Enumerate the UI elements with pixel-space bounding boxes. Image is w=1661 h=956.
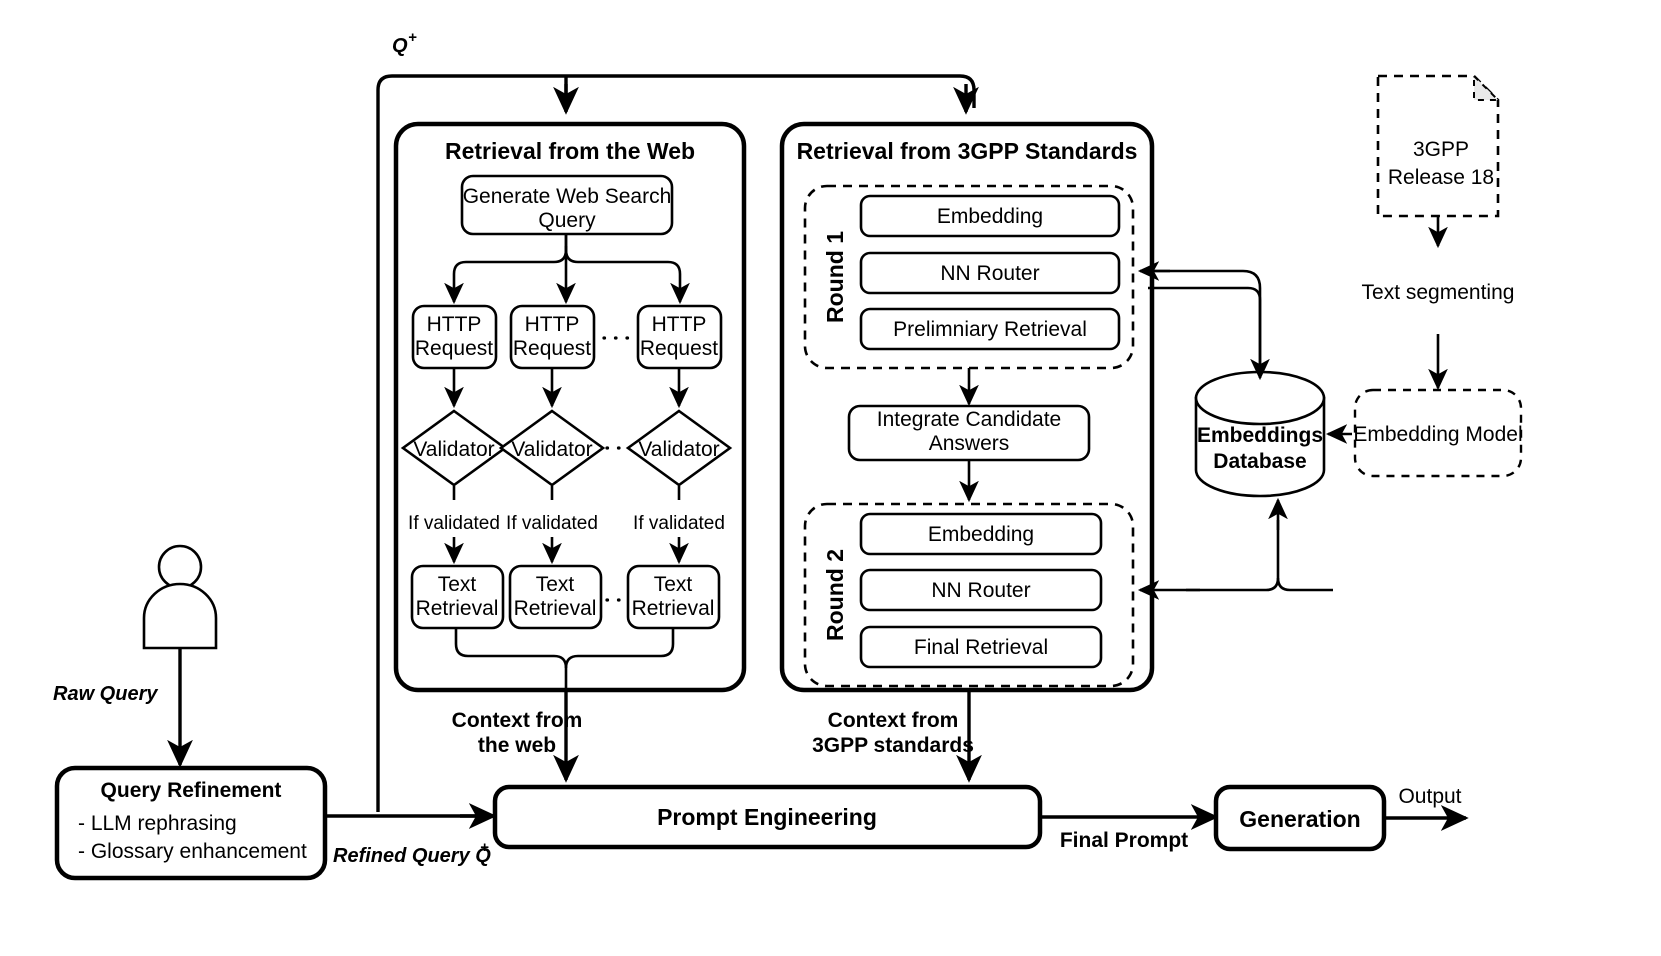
- node-embeddings-database-line2: Database: [1213, 450, 1306, 473]
- node-generation-label: Generation: [1239, 806, 1360, 832]
- node-query-refinement-title: Query Refinement: [101, 779, 282, 802]
- web-merge-connector: [454, 628, 675, 690]
- node-source-document-line2: Release 18: [1388, 166, 1494, 189]
- node-http-request-3-line2: Request: [640, 337, 718, 360]
- label-context-3gpp-line1: Context from: [828, 709, 959, 732]
- node-generate-web-search-query-line2: Query: [538, 209, 596, 232]
- label-output: Output: [1398, 785, 1461, 808]
- node-validator-2[interactable]: [498, 409, 606, 487]
- node-embeddings-database[interactable]: [1194, 370, 1326, 498]
- node-http-request-3-line1: HTTP: [652, 313, 707, 336]
- node-text-retrieval-1[interactable]: [410, 564, 505, 630]
- node-round1-preliminary-retrieval[interactable]: [859, 307, 1121, 351]
- node-round2-embedding[interactable]: [859, 512, 1103, 556]
- node-validator-1[interactable]: [400, 409, 508, 487]
- label-q-plus: Q: [392, 35, 408, 57]
- label-context-web-line1: Context from: [452, 709, 583, 732]
- node-source-document-line1: 3GPP: [1413, 138, 1469, 161]
- node-http-request-2-line2: Request: [513, 337, 591, 360]
- node-text-retrieval-1-line2: Retrieval: [416, 597, 499, 620]
- label-raw-query: Raw Query: [53, 683, 158, 705]
- label-if-validated-3: If validated: [633, 513, 725, 534]
- label-context-web-line2: the web: [478, 734, 556, 757]
- node-integrate-line2: Answers: [929, 432, 1010, 455]
- node-round1-embedding-label: Embedding: [937, 205, 1043, 228]
- node-round1-nn-router-label: NN Router: [940, 262, 1039, 285]
- node-round2-nn-router[interactable]: [859, 568, 1103, 612]
- node-http-request-1-line2: Request: [415, 337, 493, 360]
- node-http-request-2-line1: HTTP: [525, 313, 580, 336]
- node-integrate-line1: Integrate Candidate: [877, 408, 1061, 431]
- node-validator-2-label: Validator: [511, 438, 592, 461]
- node-round2-final-retrieval-label: Final Retrieval: [914, 636, 1048, 659]
- web-fanout-connector: [444, 234, 690, 305]
- node-validator-3[interactable]: [625, 409, 733, 487]
- label-context-3gpp-line2: 3GPP standards: [812, 734, 974, 757]
- label-final-prompt: Final Prompt: [1060, 829, 1188, 852]
- node-text-retrieval-2-line1: Text: [536, 573, 575, 596]
- node-text-retrieval-1-line1: Text: [438, 573, 477, 596]
- label-if-validated-1: If validated: [408, 513, 500, 534]
- node-validator-1-label: Validator: [413, 438, 494, 461]
- node-text-retrieval-2-line2: Retrieval: [514, 597, 597, 620]
- node-round1-nn-router[interactable]: [859, 251, 1121, 295]
- node-http-request-1-line1: HTTP: [427, 313, 482, 336]
- round-2-label: Round 2: [822, 549, 848, 641]
- label-refined-query: Refined Query Q: [333, 845, 491, 867]
- node-round2-embedding-label: Embedding: [928, 523, 1034, 546]
- node-round1-preliminary-retrieval-label: Prelimniary Retrieval: [893, 318, 1087, 341]
- node-query-refinement-bullet-2: - Glossary enhancement: [78, 840, 307, 863]
- node-embeddings-database-line1: Embeddings: [1197, 424, 1323, 447]
- node-embedding-model-label: Embedding Model: [1353, 423, 1522, 446]
- node-query-refinement[interactable]: [54, 765, 328, 881]
- round-1-label: Round 1: [822, 231, 848, 323]
- group-standards-title: Retrieval from 3GPP Standards: [797, 138, 1138, 164]
- label-if-validated-2: If validated: [506, 513, 598, 534]
- node-user-actor: [142, 544, 218, 650]
- node-generate-web-search-query-line1: Generate Web Search: [463, 185, 672, 208]
- conn-round1-to-db: [1137, 261, 1270, 381]
- node-text-retrieval-3-line2: Retrieval: [632, 597, 715, 620]
- node-round2-final-retrieval[interactable]: [859, 625, 1103, 669]
- group-web-title: Retrieval from the Web: [445, 138, 695, 164]
- doc-fold-corner: [1473, 73, 1501, 101]
- node-embedding-model[interactable]: [1353, 388, 1523, 478]
- label-q-plus-superscript: +: [408, 29, 417, 46]
- node-query-refinement-bullet-1: - LLM rephrasing: [78, 812, 237, 835]
- node-text-segmenting-label: Text segmenting: [1362, 281, 1515, 304]
- node-text-retrieval-3-line1: Text: [654, 573, 693, 596]
- conn-db-to-round2: [1137, 497, 1333, 600]
- group-retrieval-from-web: [393, 121, 747, 693]
- node-validator-3-label: Validator: [638, 438, 719, 461]
- node-round1-embedding[interactable]: [859, 194, 1121, 238]
- label-refined-query-superscript: +: [480, 839, 489, 856]
- node-source-document-3gpp-release-18[interactable]: [1376, 74, 1500, 218]
- node-text-retrieval-2[interactable]: [508, 564, 603, 630]
- node-round2-nn-router-label: NN Router: [931, 579, 1030, 602]
- node-prompt-engineering-label: Prompt Engineering: [657, 804, 877, 830]
